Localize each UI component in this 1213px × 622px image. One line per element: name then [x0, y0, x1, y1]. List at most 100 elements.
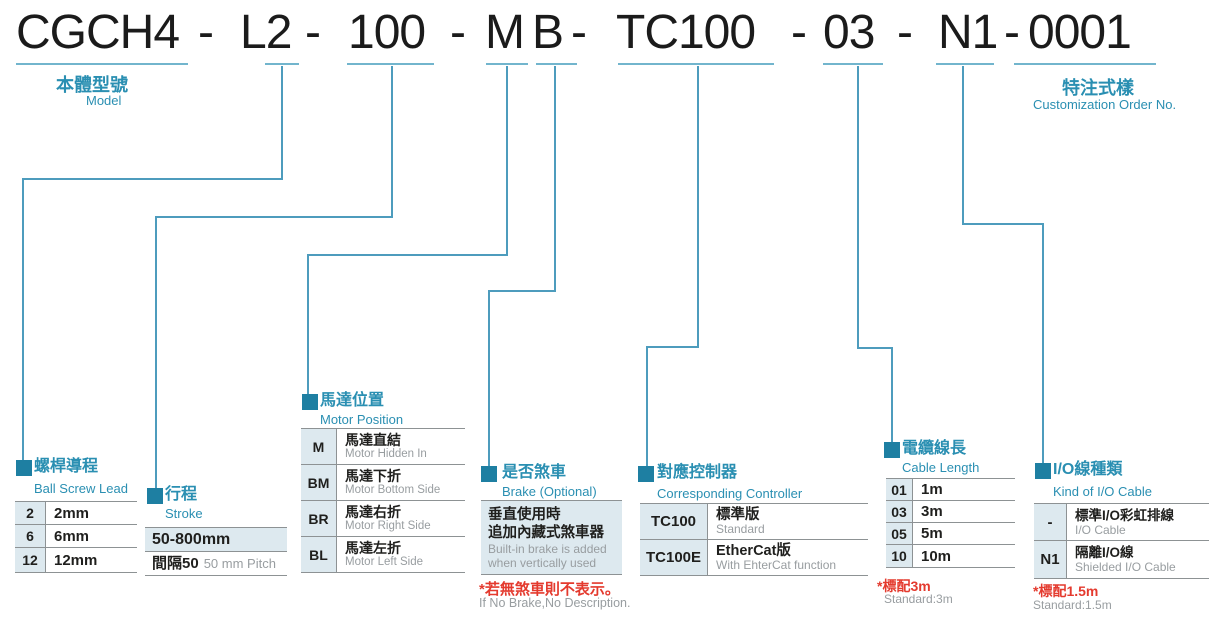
motor-code: BR: [301, 501, 337, 536]
stroke-range-bar: 50-800mm: [145, 527, 287, 552]
brake-footnote-zh: *若無煞車則不表示。: [479, 581, 620, 598]
cable-value: 1m: [921, 481, 943, 498]
model-seg-brake: B: [532, 6, 564, 59]
connector-motor-v1: [506, 66, 508, 256]
underline-stroke: [347, 63, 434, 65]
ball-screw-lead-marker-icon: [16, 460, 32, 476]
motor-label-zh: 馬達下折: [345, 468, 401, 484]
model-label-zh: 本體型號: [56, 75, 128, 95]
connector-controller-h: [646, 346, 699, 348]
controller-code: TC100: [640, 504, 708, 539]
controller-title-zh: 對應控制器: [657, 464, 738, 481]
stroke-range: 50-800mm: [152, 531, 231, 548]
connector-cable-h: [857, 347, 893, 349]
brake-title-zh: 是否煞車: [502, 464, 567, 481]
motor-code: M: [301, 429, 337, 464]
io-cable-footnote-zh: *標配1.5m: [1033, 583, 1099, 599]
connector-cable-v2: [891, 347, 893, 444]
controller-marker-icon: [638, 466, 654, 482]
stroke-pitch-zh: 間隔50: [152, 554, 199, 572]
lead-value: 2mm: [54, 504, 90, 522]
underline-io-cable: [936, 63, 994, 65]
customization-label-en: Customization Order No.: [1033, 97, 1177, 112]
cable-value: 10m: [921, 547, 952, 565]
motor-label-zh: 馬達直結: [345, 432, 401, 448]
connector-io-v1: [962, 66, 964, 225]
motor-code: BM: [301, 465, 337, 500]
brake-description-box: 垂直使用時 追加內藏式煞車器 Built-in brake is added w…: [481, 500, 622, 575]
brake-desc-zh2: 追加內藏式煞車器: [488, 525, 604, 541]
controller-label-zh: EtherCat版: [716, 543, 791, 559]
table-row: 12 12mm: [15, 548, 137, 573]
underline-cable-length: [823, 63, 883, 65]
connector-io-h: [962, 223, 1044, 225]
controller-table: TC100 標準版 Standard TC100E EtherCat版 With…: [640, 503, 868, 576]
brake-desc-zh1: 垂直使用時: [488, 507, 561, 523]
model-seg-dash-7: -: [1004, 6, 1020, 59]
controller-code: TC100E: [640, 540, 708, 575]
lead-value: 6mm: [54, 527, 90, 545]
io-code: N1: [1034, 541, 1067, 578]
motor-code: BL: [301, 537, 337, 572]
cable-code: 10: [886, 545, 913, 567]
model-seg-dash-3: -: [450, 6, 466, 59]
controller-title-en: Corresponding Controller: [657, 486, 803, 501]
motor-label-zh: 馬達右折: [345, 504, 401, 520]
cable-length-marker-icon: [884, 442, 900, 458]
model-seg-order-no: 0001: [1028, 6, 1132, 59]
model-seg-body: CGCH4: [16, 6, 180, 59]
brake-marker-icon: [481, 466, 497, 482]
stroke-pitch-en: 50 mm Pitch: [203, 556, 276, 571]
model-seg-cable-length: 03: [823, 6, 875, 59]
model-label-en: Model: [86, 93, 122, 108]
cable-code: 01: [886, 479, 913, 500]
model-seg-dash-5: -: [791, 6, 807, 59]
connector-stroke-v1: [391, 66, 393, 218]
io-label-zh: 標準I/O彩虹排線: [1075, 507, 1175, 523]
connector-brake-h: [488, 290, 556, 292]
stroke-marker-icon: [147, 488, 163, 504]
cable-length-title-zh: 電纜線長: [902, 440, 967, 457]
cable-value: 3m: [921, 503, 943, 520]
table-row: 01 1m: [886, 479, 1015, 501]
motor-label-en: Motor Left Side: [345, 556, 423, 568]
connector-controller-v1: [697, 66, 699, 348]
table-row: BM 馬達下折 Motor Bottom Side: [301, 465, 465, 501]
motor-position-table: M 馬達直結 Motor Hidden In BM 馬達下折 Motor Bot…: [301, 428, 465, 573]
io-cable-table: - 標準I/O彩虹排線 I/O Cable N1 隔離I/O線 Shielded…: [1034, 503, 1209, 579]
table-row: N1 隔離I/O線 Shielded I/O Cable: [1034, 541, 1209, 579]
stroke-title-en: Stroke: [165, 506, 203, 521]
connector-motor-h: [307, 254, 508, 256]
table-row: 10 10m: [886, 545, 1015, 568]
cable-length-footnote-en: Standard:3m: [884, 592, 953, 606]
table-row: - 標準I/O彩虹排線 I/O Cable: [1034, 504, 1209, 541]
connector-lead-v2: [22, 178, 24, 461]
connector-io-v2: [1042, 223, 1044, 464]
io-cable-title-en: Kind of I/O Cable: [1053, 484, 1152, 499]
brake-title-en: Brake (Optional): [502, 484, 597, 499]
brake-footnote-en: If No Brake,No Description.: [479, 596, 631, 610]
connector-motor-v2: [307, 254, 309, 395]
io-cable-title-zh: I/O線種類: [1053, 461, 1123, 478]
customization-label-zh: 特注式樣: [1062, 78, 1134, 98]
lead-code: 2: [15, 502, 46, 524]
ball-screw-lead-table: 2 2mm 6 6mm 12 12mm: [15, 501, 137, 573]
lead-code: 6: [15, 525, 46, 547]
model-seg-dash-6: -: [897, 6, 913, 59]
table-row: M 馬達直結 Motor Hidden In: [301, 429, 465, 465]
table-row: 03 3m: [886, 501, 1015, 523]
ball-screw-lead-title-en: Ball Screw Lead: [34, 481, 128, 496]
model-seg-dash-4: -: [571, 6, 587, 59]
model-seg-lead: L2: [240, 6, 292, 59]
cable-length-footnote-zh: *標配3m: [877, 578, 931, 594]
controller-label-en: With EhterCat function: [716, 558, 837, 572]
motor-position-title-zh: 馬達位置: [320, 392, 385, 409]
table-row: BL 馬達左折 Motor Left Side: [301, 537, 465, 573]
connector-controller-v2: [646, 346, 648, 467]
table-row: 6 6mm: [15, 525, 137, 548]
cable-code: 03: [886, 501, 913, 522]
controller-label-zh: 標準版: [716, 507, 760, 523]
underline-motor: [486, 63, 528, 65]
io-code: -: [1034, 504, 1067, 540]
connector-cable-v1: [857, 66, 859, 349]
